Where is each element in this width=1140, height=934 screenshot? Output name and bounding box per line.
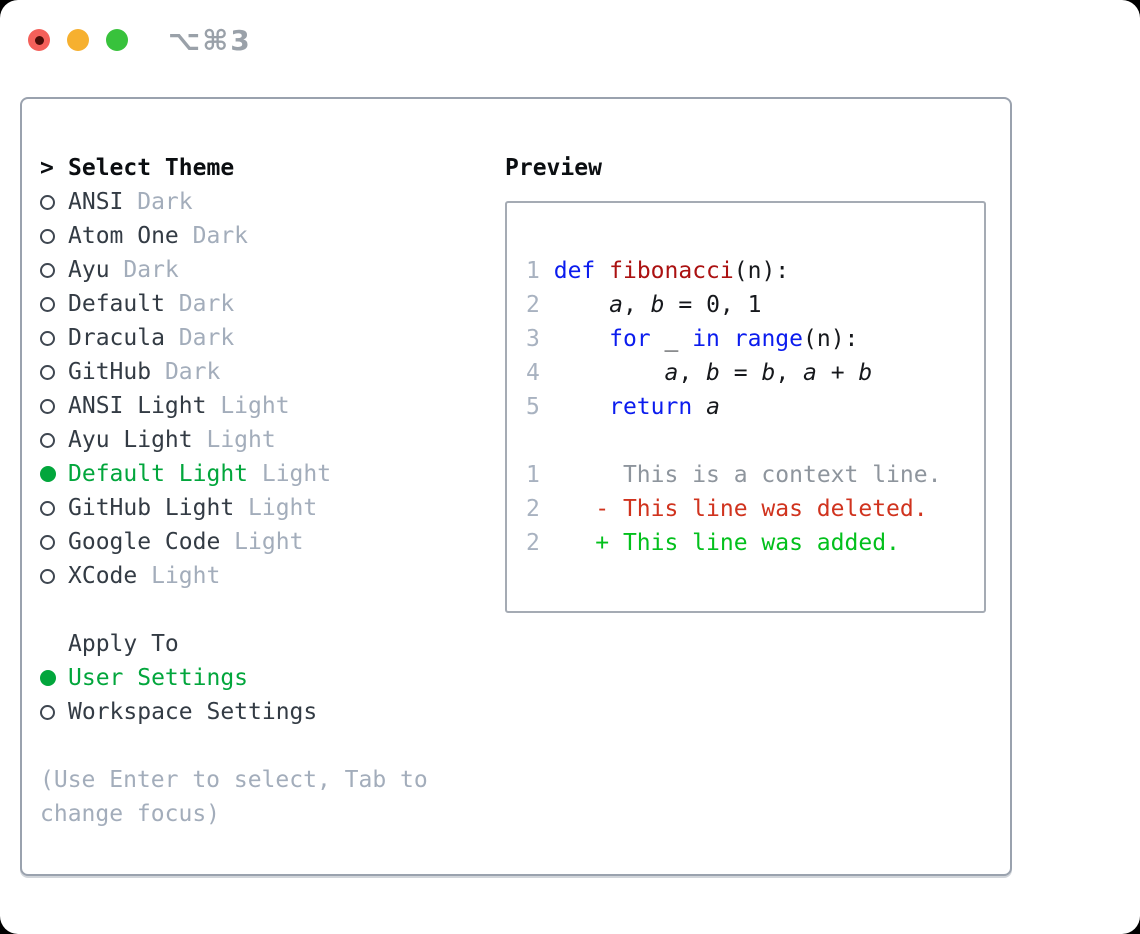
- theme-name: XCode: [68, 563, 138, 589]
- radio-icon: [40, 704, 68, 720]
- theme-name: Google Code: [68, 529, 221, 555]
- radio-icon: [40, 330, 68, 346]
- theme-variant-badge: Dark: [151, 359, 221, 385]
- theme-option-dracula[interactable]: Dracula Dark: [40, 321, 505, 355]
- radio-icon: [40, 262, 68, 278]
- help-text-line-2: change focus): [40, 801, 221, 827]
- theme-name: GitHub: [68, 359, 152, 385]
- theme-variant-badge: Light: [220, 529, 304, 555]
- theme-option-ansi[interactable]: ANSI Dark: [40, 185, 505, 219]
- radio-icon: [40, 398, 68, 414]
- title-bar: ⌥⌘3: [0, 0, 1140, 80]
- theme-variant-badge: Light: [234, 495, 318, 521]
- code-line: 1 def fibonacci(n):: [526, 258, 790, 284]
- theme-option-google-code[interactable]: Google Code Light: [40, 525, 505, 559]
- theme-name: Default: [68, 291, 165, 317]
- radio-icon: [40, 296, 68, 312]
- theme-option-default[interactable]: Default Dark: [40, 287, 505, 321]
- minimize-button[interactable]: [67, 29, 89, 51]
- spacer: [40, 593, 505, 627]
- window-title: ⌥⌘3: [168, 23, 252, 57]
- code-preview-box: 1 def fibonacci(n): 2 a, b = 0, 1 3 for _ …: [505, 201, 986, 613]
- apply-to-title: Apply To: [68, 631, 179, 657]
- theme-variant-badge: Light: [248, 461, 332, 487]
- theme-name: GitHub Light: [68, 495, 235, 521]
- theme-variant-badge: Dark: [109, 257, 179, 283]
- radio-selected-icon: [40, 670, 68, 686]
- theme-option-ansi-light[interactable]: ANSI Light Light: [40, 389, 505, 423]
- zoom-button[interactable]: [106, 29, 128, 51]
- radio-icon: [40, 568, 68, 584]
- help-text-line-1: (Use Enter to select, Tab to: [40, 767, 428, 793]
- traffic-lights: [28, 29, 128, 51]
- theme-option-github-light[interactable]: GitHub Light Light: [40, 491, 505, 525]
- preview-title: Preview: [505, 155, 602, 181]
- theme-option-default-light[interactable]: Default Light Light: [40, 457, 505, 491]
- radio-icon: [40, 432, 68, 448]
- select-theme-header: > Select Theme: [40, 151, 505, 185]
- code-line: 2 + This line was added.: [526, 530, 900, 556]
- theme-name: ANSI Light: [68, 393, 207, 419]
- theme-option-atom-one[interactable]: Atom One Dark: [40, 219, 505, 253]
- apply-option-label: User Settings: [68, 665, 249, 691]
- select-theme-title: Select Theme: [68, 155, 235, 181]
- code-line: 4 a, b = b, a + b: [526, 360, 873, 386]
- theme-variant-badge: Dark: [123, 189, 193, 215]
- radio-icon: [40, 194, 68, 210]
- code-line: 5 return a: [526, 394, 720, 420]
- theme-option-xcode[interactable]: XCode Light: [40, 559, 505, 593]
- focus-prompt-icon: >: [40, 155, 54, 181]
- close-dot-icon: [34, 35, 44, 45]
- theme-name: Default Light: [68, 461, 249, 487]
- spacer: [40, 729, 505, 763]
- theme-name: Atom One: [68, 223, 179, 249]
- theme-name: Ayu Light: [68, 427, 193, 453]
- theme-variant-badge: Light: [206, 393, 290, 419]
- close-button[interactable]: [28, 29, 50, 51]
- radio-icon: [40, 364, 68, 380]
- radio-icon: [40, 228, 68, 244]
- code-line: 2 - This line was deleted.: [526, 496, 928, 522]
- theme-variant-badge: Dark: [164, 291, 235, 317]
- code-line: 2 a, b = 0, 1: [526, 292, 762, 318]
- code-line: [526, 424, 984, 458]
- theme-variant-badge: Dark: [178, 223, 249, 249]
- theme-option-ayu-light[interactable]: Ayu Light Light: [40, 423, 505, 457]
- theme-variant-badge: Light: [137, 563, 221, 589]
- code-line: 3 for _ in range(n):: [526, 326, 859, 352]
- blank-code-line: [526, 220, 984, 254]
- radio-icon: [40, 534, 68, 550]
- theme-name: Dracula: [68, 325, 165, 351]
- theme-variant-badge: Light: [192, 427, 276, 453]
- preview-header: Preview: [505, 151, 1010, 185]
- apply-option-label: Workspace Settings: [68, 699, 318, 725]
- code-lines: 1 def fibonacci(n): 2 a, b = 0, 1 3 for _ …: [526, 254, 984, 560]
- apply-option-workspace-settings[interactable]: Workspace Settings: [40, 695, 505, 729]
- theme-option-ayu[interactable]: Ayu Dark: [40, 253, 505, 287]
- theme-variant-badge: Dark: [164, 325, 235, 351]
- theme-name: Ayu: [68, 257, 110, 283]
- apply-to-header: Apply To: [40, 627, 505, 661]
- theme-option-github[interactable]: GitHub Dark: [40, 355, 505, 389]
- code-line: 1 This is a context line.: [526, 462, 942, 488]
- preview-column: Preview 1 def fibonacci(n): 2 a, b = 0, 1…: [505, 117, 1010, 874]
- theme-name: ANSI: [68, 189, 124, 215]
- apply-option-user-settings[interactable]: User Settings: [40, 661, 505, 695]
- radio-selected-icon: [40, 466, 68, 482]
- radio-icon: [40, 500, 68, 516]
